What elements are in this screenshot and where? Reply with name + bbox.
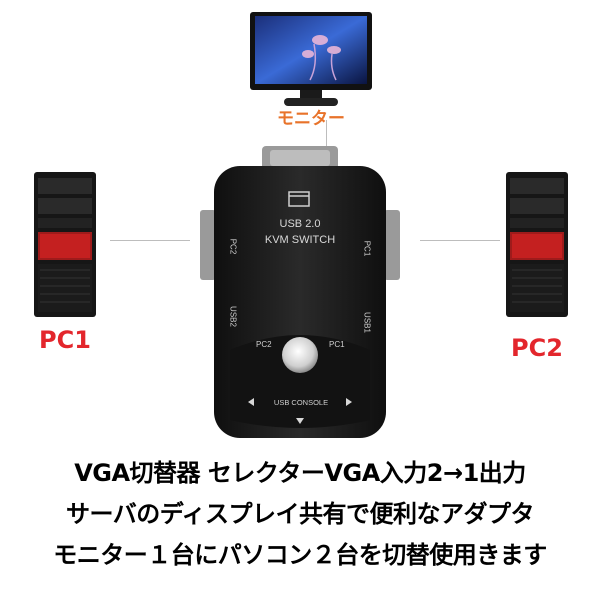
caption-line-2: サーバのディスプレイ共有で便利なアダプタ [65,500,535,528]
caption-line-1: VGA切替器 セレクターVGA入力2→1出力 [74,459,526,487]
switch-side-pc1: PC1 [362,240,372,257]
pc1-label: PC1 [39,326,91,354]
switch-side-usb1: USB1 [362,312,372,333]
caption-line-3: モニター１台にパソコン２台を切替使用きます [53,541,547,569]
switch-front-pc1: PC1 [329,340,345,349]
pc2-label: PC2 [511,334,563,362]
pc1-tower-illustration [30,172,100,317]
kvm-switch-device [190,140,410,440]
pc2-tower-illustration [502,172,572,317]
switch-side-usb2: USB2 [228,306,238,327]
switch-side-pc2: PC2 [228,238,238,255]
connector-line-right [420,240,500,241]
switch-front-pc2: PC2 [256,340,272,349]
connector-line-monitor [326,120,327,160]
switch-label-kvm: KVM SWITCH [264,234,336,246]
switch-label-usb: USB 2.0 [279,218,321,230]
monitor-label: モニター [277,109,345,129]
switch-console-label: USB CONSOLE [273,398,329,407]
monitor-illustration [248,10,374,110]
connector-line-left [110,240,190,241]
